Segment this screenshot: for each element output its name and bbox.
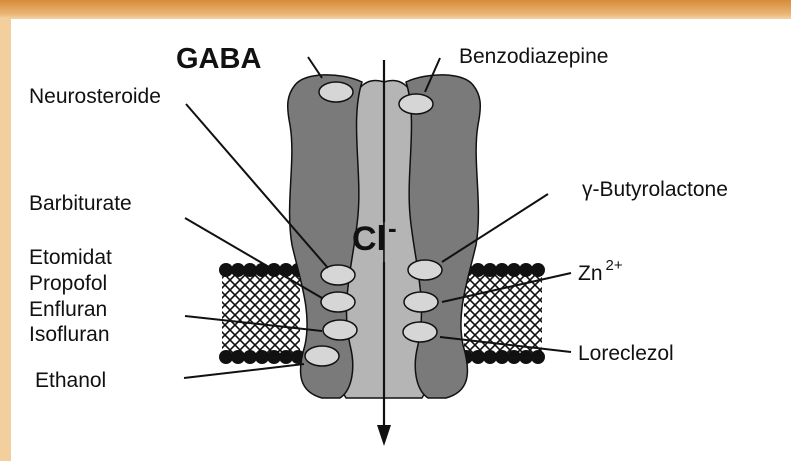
label-zinc-symbol: Zn: [578, 262, 603, 285]
label-zinc-charge: 2+: [606, 257, 623, 274]
label-ethanol: Ethanol: [35, 369, 106, 392]
ethanol-site: [305, 346, 339, 366]
anesthetic-site: [323, 320, 357, 340]
label-etomidat: Etomidat: [29, 246, 112, 269]
label-propofol: Propofol: [29, 272, 107, 295]
label-benzodiazepine: Benzodiazepine: [459, 45, 608, 68]
label-enfluran: Enfluran: [29, 298, 107, 321]
label-loreclezol: Loreclezol: [578, 342, 674, 365]
membrane-left: [219, 263, 305, 364]
benzodiazepine-site: [399, 94, 433, 114]
butyrolactone-site: [408, 260, 442, 280]
membrane-right: [459, 263, 545, 364]
label-neurosteroide: Neurosteroide: [29, 85, 161, 108]
barbiturate-site: [321, 292, 355, 312]
label-chloride-charge: -: [388, 213, 397, 243]
label-isofluran: Isofluran: [29, 323, 110, 346]
lipid-tails-left: [222, 268, 300, 358]
gaba-site: [319, 82, 353, 102]
label-butyrolactone: γ-Butyrolactone: [582, 178, 728, 201]
neurosteroid-site: [321, 265, 355, 285]
label-gaba: GABA: [176, 43, 261, 75]
loreclezol-site: [403, 322, 437, 342]
label-chloride-symbol: Cl: [352, 220, 386, 258]
label-barbiturate: Barbiturate: [29, 192, 132, 215]
zinc-site: [404, 292, 438, 312]
